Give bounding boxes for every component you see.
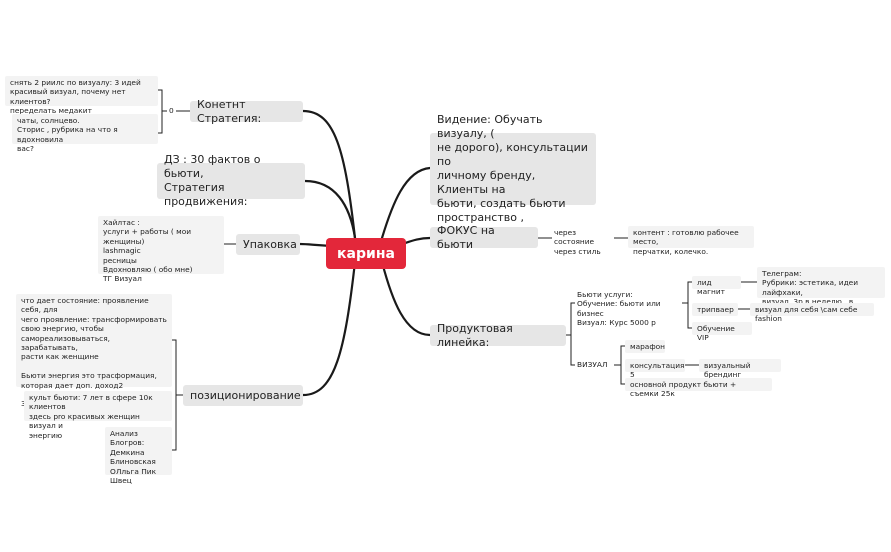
link-root-positioning [301, 260, 357, 397]
content-note-chats[interactable]: чаты, солнцево. Сторис , рубрика на что … [12, 114, 158, 153]
link-root-content [301, 109, 357, 240]
tripwire-note[interactable]: визуал для себя \сам себе fashion [750, 303, 874, 323]
focus-content-note[interactable]: контент : готовлю рабочее место, перчатк… [628, 226, 754, 256]
bracket-beauty [682, 281, 692, 329]
packaging-note[interactable]: Хайлтас : услуги + работы ( мои женщины)… [98, 216, 224, 283]
vision-node[interactable]: Видение: Обучать визуалу, ( не дорого), … [430, 113, 596, 224]
consultation-node[interactable]: консультация 5 [625, 359, 685, 379]
visual-branding-node[interactable]: визуальный брендинг [699, 359, 781, 379]
link-root-dz [303, 179, 357, 240]
telegram-note[interactable]: Телеграм: Рубрики: эстетика, идеи лайфха… [757, 267, 885, 316]
vip-training-node[interactable]: Обучение VIP [692, 322, 752, 342]
content-note-reels[interactable]: снять 2 риилс по визуалу: 3 идей красивы… [5, 76, 158, 115]
positioning-node[interactable]: позиционирование [183, 385, 303, 406]
beauty-services-note[interactable]: Бьюти услуги: Обучение: бьюти или бизнес… [575, 290, 682, 328]
link-root-vision [380, 166, 432, 240]
content-strategy-node[interactable]: Конетнт Стратегия: [190, 98, 303, 125]
positioning-note-blogs[interactable]: Анализ Блогров: Демкина Блиновская ОЛльг… [105, 427, 172, 485]
bracket-content [158, 89, 167, 134]
bracket-product [566, 302, 575, 366]
bracket-visual [614, 345, 625, 385]
tripwire-node[interactable]: трипваер [692, 303, 738, 316]
main-product-node[interactable]: основной продукт бьюти + съемки 25к [625, 378, 772, 398]
focus-via-note[interactable]: через состояние через стиль [552, 228, 614, 257]
positioning-note-cult[interactable]: культ бьюти: 7 лет в сфере 10к клиентов … [24, 391, 172, 440]
focus-node[interactable]: ФОКУС на бьюти [430, 224, 538, 251]
content-counter: 0 [167, 106, 176, 116]
bracket-positioning [172, 339, 183, 451]
visual-branch-label[interactable]: ВИЗУАЛ [575, 360, 614, 370]
lead-magnet-node[interactable]: лид магнит [692, 276, 741, 296]
packaging-node[interactable]: Упаковка [236, 234, 300, 255]
marathon-node[interactable]: марафон [625, 340, 665, 353]
root-node[interactable]: карина [326, 238, 406, 269]
positioning-note-state[interactable]: что дает состояние: проявление себя, для… [16, 294, 172, 408]
dz-node[interactable]: ДЗ : 30 фактов о бьюти, Стратегия продви… [157, 153, 305, 208]
product-line-node[interactable]: Продуктовая линейка: [430, 322, 566, 349]
link-root-product [380, 260, 432, 337]
